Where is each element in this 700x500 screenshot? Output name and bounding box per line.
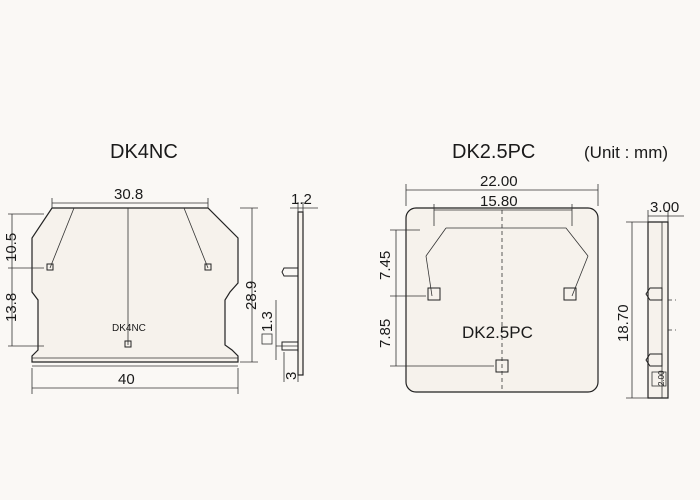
- dk4nc-side-mid: 1.3: [259, 311, 276, 332]
- dk25pc-side-pin: [645, 287, 663, 301]
- dk25pc-side-small: 2.00: [657, 370, 666, 386]
- dk4nc-upper-height: 10.5: [3, 233, 20, 262]
- dk25pc-side-pin-2: [645, 353, 663, 367]
- dk25pc-marker-right: [563, 287, 577, 301]
- dk25pc-inner-right: [571, 255, 589, 297]
- dk25pc-upper-height: 7.45: [377, 251, 394, 280]
- dk4nc-side-view: 1.2 1.3 3: [259, 191, 318, 382]
- dk25pc-inner-top: [425, 227, 589, 257]
- dk25pc-side-view: 2.00 3.00 18.70: [615, 199, 684, 399]
- dk25pc-overall-width: 22.00: [480, 173, 518, 190]
- dk25pc-marker-left: [427, 287, 441, 301]
- dk4nc-slant-right: [183, 207, 209, 269]
- unit-label: (Unit : mm): [584, 143, 668, 162]
- dk4nc-part-label: DK4NC: [112, 323, 146, 334]
- dk4nc-total-height: 28.9: [243, 281, 260, 310]
- dk4nc-side-top: 1.2: [291, 191, 312, 208]
- dk25pc-lower-height: 7.85: [377, 319, 394, 348]
- dk25pc-inner-left: [425, 255, 433, 297]
- dk25pc-part-label: DK2.5PC: [462, 323, 533, 342]
- dk4nc-lower-height: 13.8: [3, 293, 20, 322]
- dk25pc-total-height: 18.70: [615, 304, 632, 342]
- dk25pc-body: [405, 207, 599, 393]
- dk4nc-marker-bottom: [124, 340, 132, 348]
- dk4nc-side-box: [261, 333, 273, 345]
- title-dk25pc: DK2.5PC: [452, 141, 535, 163]
- dk4nc-side-pin: [281, 267, 299, 277]
- dk4nc-side-foot: [281, 341, 299, 351]
- dk25pc-front-view: DK2.5PC 22.00 15.80 7.45 7.85: [377, 173, 599, 393]
- dk4nc-front-view: DK4NC 30.8 40 10.5 13.8 28.9: [3, 186, 260, 394]
- dk25pc-side-width: 3.00: [650, 199, 679, 216]
- title-dk4nc: DK4NC: [110, 141, 178, 163]
- dk4nc-side-bottom: 3: [283, 372, 300, 380]
- dk4nc-side-plate: [297, 211, 304, 376]
- dk25pc-inner-width: 15.80: [480, 193, 518, 210]
- dk25pc-side-box: [651, 371, 667, 387]
- dk4nc-marker-left: [46, 263, 54, 271]
- dk4nc-slant-left: [49, 207, 75, 269]
- dk4nc-body: [31, 207, 239, 363]
- dk4nc-top-width: 30.8: [114, 186, 143, 203]
- dk4nc-marker-right: [204, 263, 212, 271]
- dk4nc-bottom-width: 40: [118, 371, 135, 388]
- dk25pc-marker-bottom: [495, 359, 509, 373]
